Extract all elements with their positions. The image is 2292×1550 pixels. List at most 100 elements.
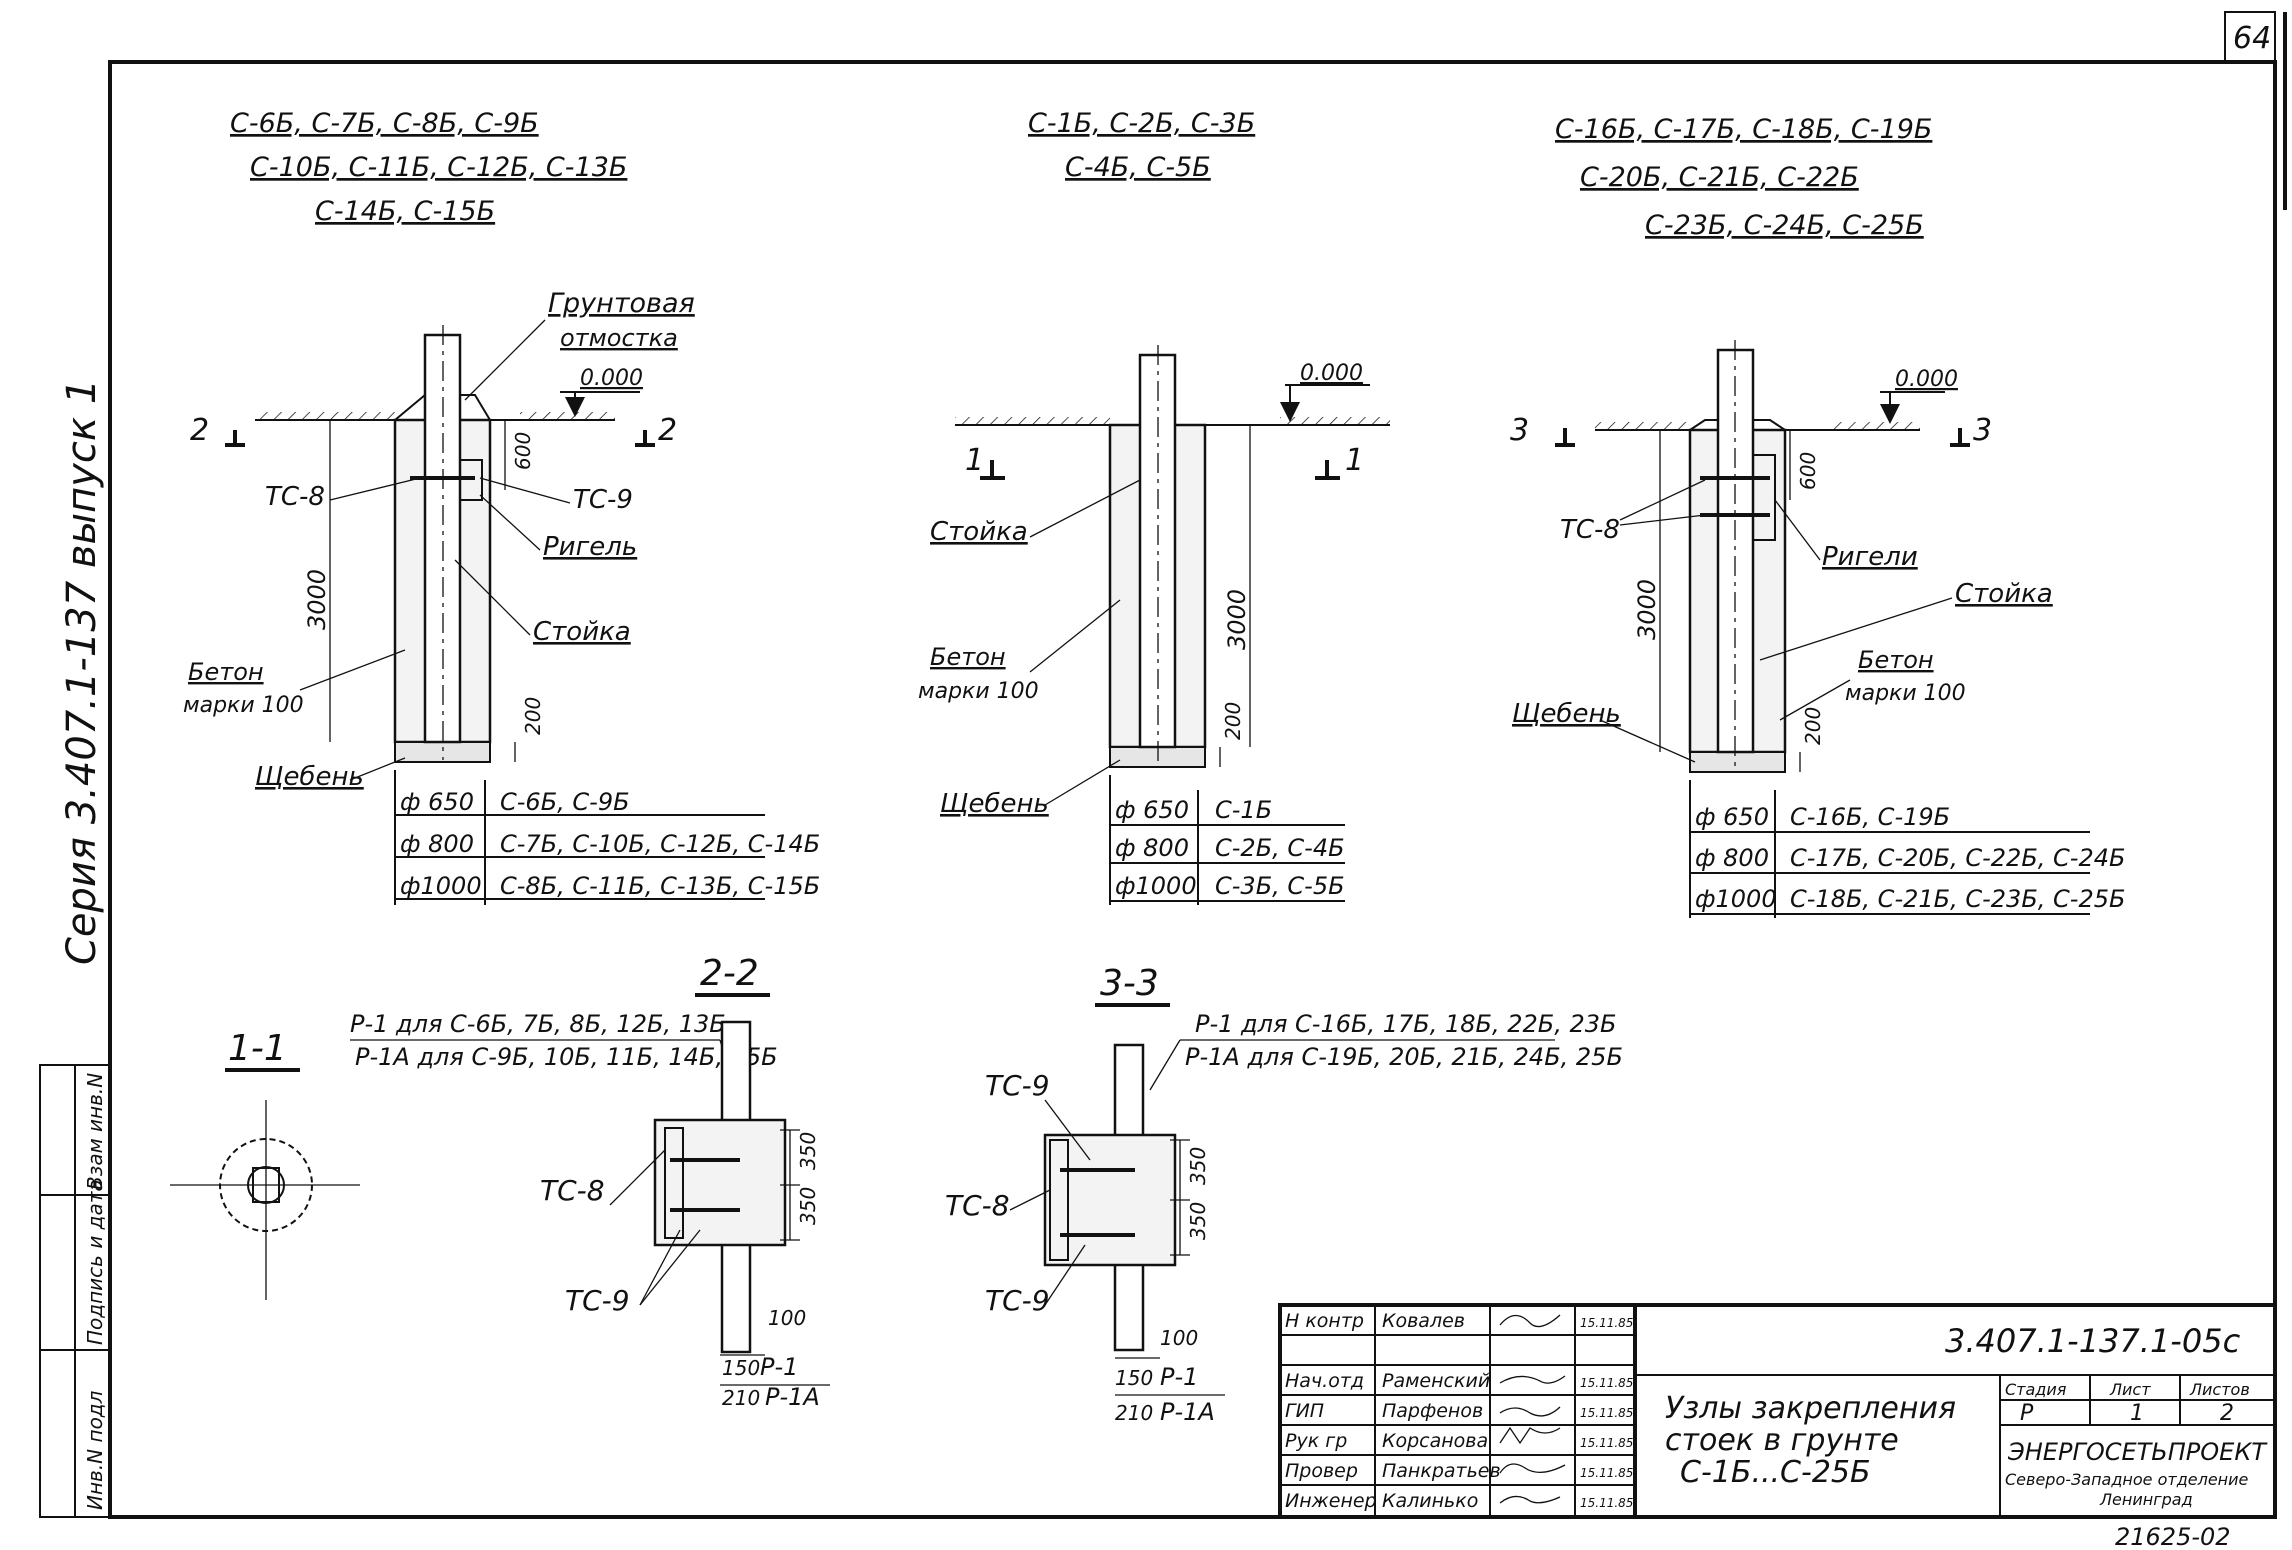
tb-name-3: Парфенов	[1382, 1400, 1483, 1422]
right-gravel	[1689, 751, 1786, 773]
middle-level: 0.000	[1300, 361, 1363, 386]
right-table-items-3: С-18Б, С-21Б, С-23Б, С-25Б	[1790, 885, 2125, 913]
right-label-tc8: ТС-8	[1560, 515, 1620, 545]
middle-table-d-1: ф 650	[1115, 796, 1189, 824]
left-table-d-1: ф 650	[400, 788, 474, 816]
section-2-tc9: ТС-9	[565, 1284, 630, 1317]
right-dim-200: 200	[1801, 707, 1825, 745]
tb-org-3: Ленинград	[2099, 1490, 2193, 1509]
series-label: Серия 3.407.1-137 выпуск 1	[59, 379, 105, 965]
section-2-dim-350a: 350	[796, 1132, 820, 1170]
section-2-dim-350b: 350	[796, 1187, 820, 1225]
left-label-stoyka: Стойка	[533, 617, 631, 647]
signature-5	[1499, 1463, 1566, 1474]
tb-org-1: ЭНЕРГОСЕТЬПРОЕКТ	[2007, 1438, 2268, 1466]
left-label-beton-1: Бетон	[188, 658, 264, 686]
left-cut-a: 2	[190, 413, 209, 448]
tb-date-4: 15.11.85	[1580, 1436, 1633, 1450]
tb-name-5: Панкратьев	[1382, 1460, 1501, 1482]
section-2-p1a: Р-1А	[765, 1383, 820, 1411]
right-rigeli	[1752, 454, 1776, 541]
section-3-note-1: Р-1 для С-16Б, 17Б, 18Б, 22Б, 23Б	[1195, 1010, 1617, 1038]
left-table-items-1: С-6Б, С-9Б	[500, 788, 630, 816]
tb-name-4: Корсанова	[1382, 1430, 1488, 1452]
signature-6	[1499, 1495, 1561, 1504]
sheet-frame	[39, 11, 2287, 1519]
section-3-3: 3-3 Р-1 для С-16Б, 17Б, 18Б, 22Б, 23Б Р-…	[945, 963, 1623, 1426]
section-2-concrete	[653, 1118, 787, 1247]
signature-4	[1499, 1426, 1561, 1445]
signature-2	[1499, 1375, 1566, 1384]
right-header-line-1: С-16Б, С-17Б, С-18Б, С-19Б	[1555, 114, 1932, 145]
middle-label-beton-1: Бетон	[930, 643, 1006, 671]
right-label-shcheben: Щебень	[1512, 699, 1621, 729]
section-3-tc8: ТС-8	[945, 1189, 1010, 1222]
signature-3	[1499, 1406, 1561, 1417]
section-3-dim-350a: 350	[1186, 1147, 1210, 1185]
middle-label-shcheben: Щебень	[940, 789, 1049, 819]
right-dim-3000: 3000	[1633, 579, 1661, 640]
section-1-title: 1-1	[228, 1028, 287, 1069]
section-3-concrete	[1043, 1133, 1177, 1267]
left-dim-200: 200	[521, 697, 545, 735]
right-dim-600: 600	[1796, 452, 1820, 490]
left-dim-600: 600	[511, 432, 535, 470]
middle-cut-a: 1	[965, 443, 984, 478]
right-table-d-2: ф 800	[1695, 844, 1769, 872]
tb-sheets-header: Листов	[2189, 1380, 2250, 1399]
left-label-beton-2: марки 100	[183, 693, 304, 718]
tb-date-6: 15.11.85	[1580, 1496, 1633, 1510]
tb-name-2: Раменский	[1382, 1370, 1490, 1392]
tb-date-2: 15.11.85	[1580, 1376, 1633, 1390]
tb-role-3: ГИП	[1285, 1400, 1324, 1422]
tb-role-1: Н контр	[1285, 1310, 1364, 1332]
section-3-note-2: Р-1А для С-19Б, 20Б, 21Б, 24Б, 25Б	[1185, 1043, 1623, 1071]
right-table-items-1: С-16Б, С-19Б	[1790, 803, 1950, 831]
section-2-p1: Р-1	[760, 1353, 798, 1381]
section-3-p1: Р-1	[1160, 1363, 1198, 1391]
section-2-note-2: Р-1А для С-9Б, 10Б, 11Б, 14Б, 15Б	[355, 1043, 778, 1071]
stamp-vzam-inv: Взам инв.N	[83, 1073, 107, 1190]
signature-1	[1499, 1314, 1561, 1328]
section-2-note-1: Р-1 для С-6Б, 7Б, 8Б, 12Б, 13Б	[350, 1010, 726, 1038]
left-label-shcheben: Щебень	[255, 762, 364, 792]
tb-stage: Р	[2020, 1401, 2034, 1426]
left-header-line-1: С-6Б, С-7Б, С-8Б, С-9Б	[230, 108, 539, 139]
section-3-tc9b: ТС-9	[985, 1284, 1050, 1317]
tb-date-3: 15.11.85	[1580, 1406, 1633, 1420]
section-3-tc9a: ТС-9	[985, 1069, 1050, 1102]
tb-title-2: стоек в грунте	[1665, 1423, 1899, 1458]
tb-sheet-header: Лист	[2109, 1380, 2151, 1399]
stamp-signature-date: Подпись и дата	[83, 1179, 107, 1345]
section-2-rigel	[664, 1127, 684, 1239]
section-2-2: 2-2 Р-1 для С-6Б, 7Б, 8Б, 12Б, 13Б Р-1А …	[350, 953, 830, 1411]
right-table-d-1: ф 650	[1695, 803, 1769, 831]
middle-dim-200: 200	[1221, 702, 1245, 740]
right-table-items-2: С-17Б, С-20Б, С-22Б, С-24Б	[1790, 844, 2125, 872]
right-header-line-3: С-23Б, С-24Б, С-25Б	[1645, 210, 1924, 241]
tb-role-2: Нач.отд	[1285, 1370, 1364, 1392]
middle-table-items-1: С-1Б	[1215, 796, 1272, 824]
left-label-blind: отмостка	[560, 324, 678, 352]
title-block: Н контр Ковалев 15.11.85 Нач.отд Раменск…	[1278, 1303, 2277, 1519]
tb-name-1: Ковалев	[1382, 1310, 1465, 1332]
right-label-rigeli: Ригели	[1822, 542, 1918, 572]
middle-table-d-3: ф1000	[1115, 872, 1197, 900]
left-post	[423, 333, 462, 744]
section-2-dim-150: 150	[722, 1356, 760, 1380]
right-level: 0.000	[1895, 367, 1958, 392]
middle-header-line-2: С-4Б, С-5Б	[1065, 152, 1211, 183]
middle-header-line-1: С-1Б, С-2Б, С-3Б	[1028, 108, 1255, 139]
right-cut-a: 3	[1510, 413, 1529, 448]
right-label-beton-2: марки 100	[1845, 681, 1966, 706]
left-header-line-2: С-10Б, С-11Б, С-12Б, С-13Б	[250, 152, 627, 183]
section-3-dim-210: 210	[1115, 1401, 1153, 1425]
bottom-number: 21625-02	[2115, 1523, 2231, 1550]
right-label-stoyka: Стойка	[1955, 579, 2053, 609]
section-3-title: 3-3	[1100, 963, 1159, 1004]
left-detail: С-6Б, С-7Б, С-8Б, С-9Б С-10Б, С-11Б, С-1…	[183, 108, 820, 905]
left-table-d-2: ф 800	[400, 830, 474, 858]
stamp-inv-podl: Инв.N подл	[83, 1390, 107, 1510]
left-cut-b: 2	[658, 413, 677, 448]
section-2-dim-100: 100	[768, 1306, 806, 1330]
